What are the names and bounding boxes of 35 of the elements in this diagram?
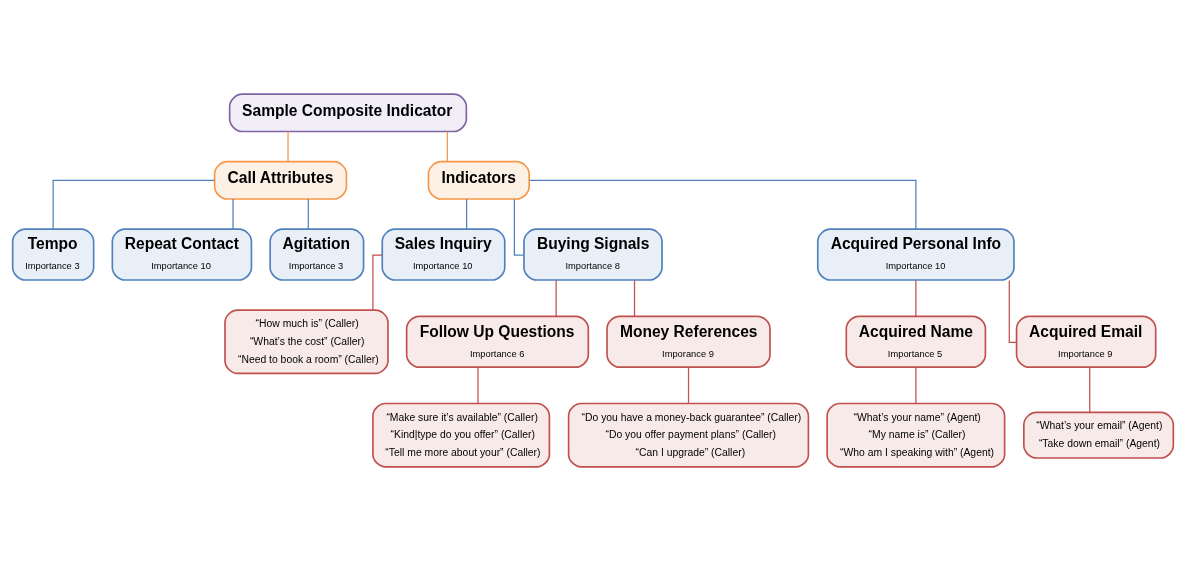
connector [307, 198, 309, 230]
connector [687, 366, 690, 404]
node-box: Agitation Importance 3 [269, 228, 365, 281]
connector [52, 179, 216, 230]
connector [528, 179, 917, 230]
connector [466, 198, 468, 230]
node-box: Tempo Importance 3 [11, 228, 95, 281]
node-box: Sales Inquiry Importance 10 [381, 228, 506, 281]
node-box: Call Attributes [213, 160, 348, 200]
node-box: Acquired Name Importance 5 [845, 315, 987, 368]
connector [633, 279, 636, 317]
connector [287, 131, 289, 163]
connector [1089, 366, 1091, 413]
connector [372, 254, 383, 311]
connector [555, 279, 557, 317]
node-box: Money References Imporance 9 [606, 315, 771, 368]
connector [915, 366, 917, 404]
connector [446, 131, 449, 163]
node-box: Acquired Personal Info Importance 10 [816, 228, 1015, 281]
connector [915, 279, 917, 317]
connector [1008, 279, 1017, 343]
node-box: “What’s your email” (Agent) “Take down email” (Agent) [1023, 411, 1175, 459]
node-box: Acquired Email Importance 9 [1015, 315, 1157, 368]
connector [513, 198, 525, 256]
node-box: “What’s your name” (Agent) “My name is” (Caller) “Who am I speaking with” (Agent) [826, 402, 1006, 468]
node-box: Sample Composite Indicator [228, 93, 468, 133]
connector [232, 198, 234, 230]
node-box: Follow Up Questions Importance 6 [405, 315, 590, 368]
node-box: “Make sure it’s available” (Caller) “Kind|type do you offer” (Caller) “Tell me more about your” (Caller) [372, 402, 551, 468]
node-box: “How much is” (Caller) “What’s the cost” (Caller) “Need to book a room” (Caller) [224, 309, 389, 375]
node-box: Indicators [427, 160, 530, 200]
node-box: Buying Signals Importance 8 [523, 228, 663, 281]
connector [477, 366, 479, 404]
node-box: Repeat Contact Importance 10 [111, 228, 253, 281]
node-box: “Do you have a money-back guarantee” (Caller) “Do you offer payment plans” (Caller) “Can I upgrade” (Caller) [567, 402, 810, 468]
